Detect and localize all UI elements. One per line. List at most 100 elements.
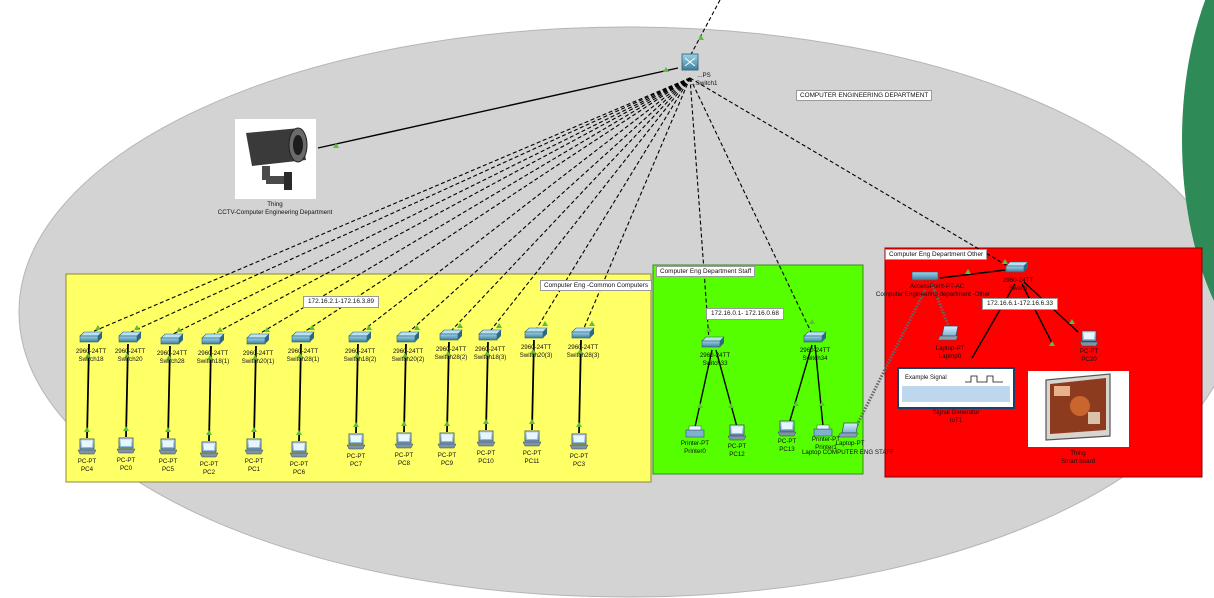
switch-switch181[interactable] [201,333,225,345]
pc-pc6[interactable] [289,441,309,458]
switch-switch203[interactable] [524,327,548,339]
link-Switch28(3)-pc [578,339,582,434]
department-label: COMPUTER ENGINEERING DEPARTMENT [796,90,933,101]
link-Switch28-pc [167,345,171,439]
printer-printer1[interactable] [813,424,833,437]
switch-switch201[interactable] [246,333,270,345]
uplink-indicator [698,35,704,40]
pc-pc3[interactable] [569,433,589,450]
link-pc-indicator-1 [123,426,129,431]
link-pc-indicator-7 [401,421,407,426]
switch-model-label: 2960-24TT [197,350,229,357]
switch-switch283[interactable] [571,327,595,339]
smart-board-device[interactable] [1028,371,1129,447]
pc-pc12[interactable] [727,424,747,441]
link-ap-indicator [965,269,971,274]
switch-name-label: Switch18(2) [343,356,377,363]
pc-pc9[interactable] [437,432,457,449]
switch-switch282[interactable] [439,329,463,341]
link-sw-indicator-5 [297,353,303,358]
pc-pc2[interactable] [199,441,219,458]
link-core-Switch20(2) [408,77,691,333]
smart-board-name: Smart board [1060,458,1096,465]
link-board-indicator [1049,341,1055,346]
other-switch-name: Switch [1008,285,1028,292]
link-Switch20(1)-pc [253,345,257,439]
pc-pc8[interactable] [394,432,414,449]
staff-switch-1-name: Switch33 [702,360,728,367]
access-point-device[interactable] [911,271,939,281]
switch-name-label: Switch20(2) [391,356,425,363]
link-s33-indicator [706,327,712,332]
link-pc-indicator-2 [165,427,171,432]
printer-printer0[interactable] [685,425,705,438]
switch-switch34[interactable] [803,331,827,343]
link-Switch20(2)-pc [403,343,407,433]
pc-model-label: PC-PT [77,458,97,465]
switch-name-label: Switch28(2) [434,354,468,361]
uplink-external [687,0,721,61]
pc20-model: PC-PT [1079,348,1099,355]
link-Switch20(3)-pc [531,339,535,431]
pc-name-label: PC8 [397,460,411,467]
pc-pc13[interactable] [777,420,797,437]
switch-switch183[interactable] [478,329,502,341]
core-multilayer-switch[interactable] [681,53,699,71]
link-switch-board [1021,283,1054,346]
device-layer [77,53,1129,458]
pc-pc11[interactable] [522,430,542,447]
signal-generator-model: Signal Generator [932,409,980,416]
pc-name-label: PC11 [524,458,540,465]
switch-name-label: Switch18 [78,356,104,363]
link-core-indicator-7 [414,325,420,330]
pc-pc20[interactable] [1079,330,1099,347]
pc-pc1[interactable] [244,438,264,455]
link-core-indicator-9 [496,323,502,328]
link-sw-indicator-9 [484,351,490,356]
pc-pc4[interactable] [77,438,97,455]
link-core-switch33 [689,77,710,341]
switch-other[interactable] [1005,261,1029,273]
cctv-camera[interactable] [235,119,316,199]
laptop-laptop0[interactable] [937,325,959,341]
switch-name-label: Switch28(3) [566,352,600,359]
switch-switch202[interactable] [396,331,420,343]
link-Switch18(1)-pc [208,345,212,442]
link-pc12-indicator [728,403,734,408]
pc-name-label: PC4 [80,466,94,473]
signal-waveform [965,375,1003,383]
pc-pc0[interactable] [116,437,136,454]
switch-switch182[interactable] [348,331,372,343]
link-core-Switch28 [172,77,691,335]
switch-switch20[interactable] [118,331,142,343]
link-pc-indicator-8 [444,421,450,426]
switch-switch28[interactable] [160,333,184,345]
pc13-name: PC13 [779,446,795,453]
pc12-name: PC12 [729,451,745,458]
laptop-staff-model: Laptop-PT [835,440,865,447]
switch-name-label: Switch18(1) [196,358,230,365]
pc20-name: PC20 [1081,356,1097,363]
pc-pc5[interactable] [158,438,178,455]
zone-other-ip-range: 172.16.6.1-172.16.6.33 [982,298,1059,310]
wireless-ap-laptop0 [930,283,952,331]
switch-switch33[interactable] [701,336,725,348]
pc-pc7[interactable] [346,433,366,450]
signal-generator-screen-text: Example Signal [905,375,947,381]
access-point-model: AccessPoint-PT-AC [909,283,965,290]
link-pc20-indicator [1069,319,1075,324]
switch-switch18[interactable] [79,331,103,343]
pc-pc10[interactable] [476,430,496,447]
switch-switch281[interactable] [291,331,315,343]
switch-model-label: 2960-24TT [287,348,319,355]
link-switch-sigen [971,283,1016,359]
link-Switch28(2)-pc [446,341,450,433]
switch-model-label: 2960-24TT [567,344,599,351]
printer1-model: Printer-PT [811,436,841,443]
link-s33-printer0 [694,349,713,428]
pc-name-label: PC10 [478,458,494,465]
laptop-computer-eng-staff[interactable] [837,422,859,438]
link-pc-indicator-5 [296,430,302,435]
link-Switch20-pc [125,343,129,438]
